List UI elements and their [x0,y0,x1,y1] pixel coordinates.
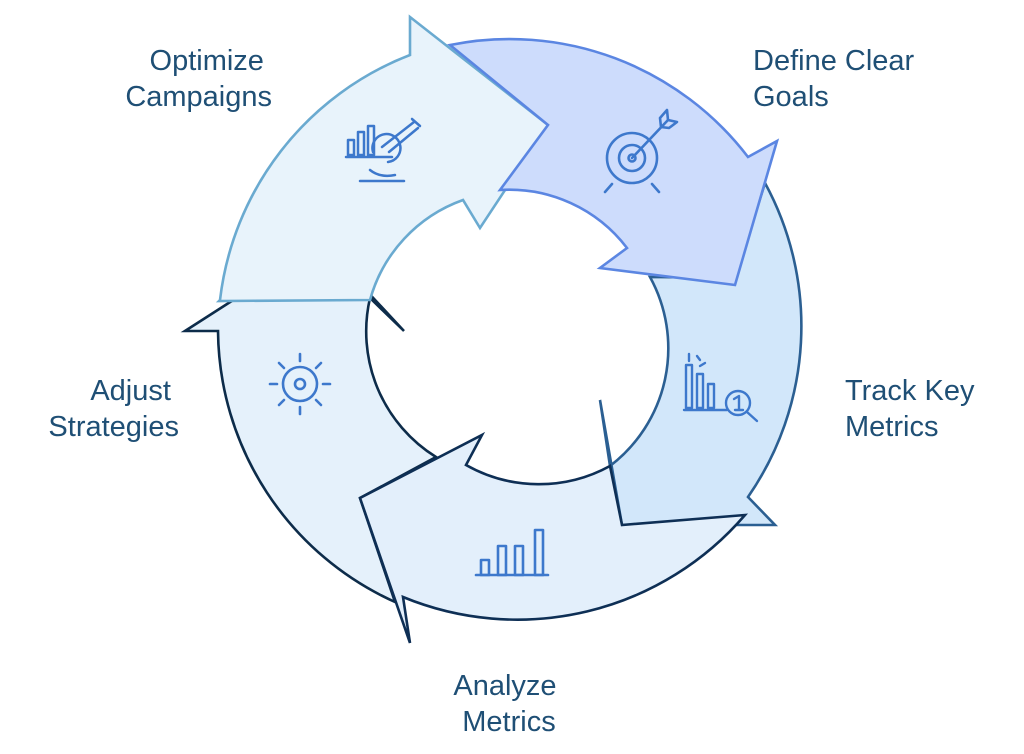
segment-track-key-metrics [598,179,803,527]
label-optimize-campaigns: Optimize Campaigns [125,45,272,113]
bar-chart-magnifier-icon [682,352,759,423]
labels: Optimize Campaigns Define Clear Goals Tr… [48,45,983,738]
target-icon [603,108,679,194]
label-adjust-strategies: Adjust Strategies [48,375,179,443]
segment-optimize-campaigns [215,14,550,303]
label-analyze-metrics: Analyze Metrics [453,670,564,738]
segment-analyze-metrics [358,431,749,644]
segment-adjust-strategies [180,241,439,605]
label-track-key-metrics: Track Key Metrics [845,375,983,443]
sun-gear-icon [268,352,332,416]
segment-define-clear-goals [447,37,780,287]
label-define-clear-goals: Define Clear Goals [753,45,922,113]
cycle-segments [180,14,803,644]
chart-microscope-icon [344,117,422,183]
bar-chart-icon [474,528,550,577]
